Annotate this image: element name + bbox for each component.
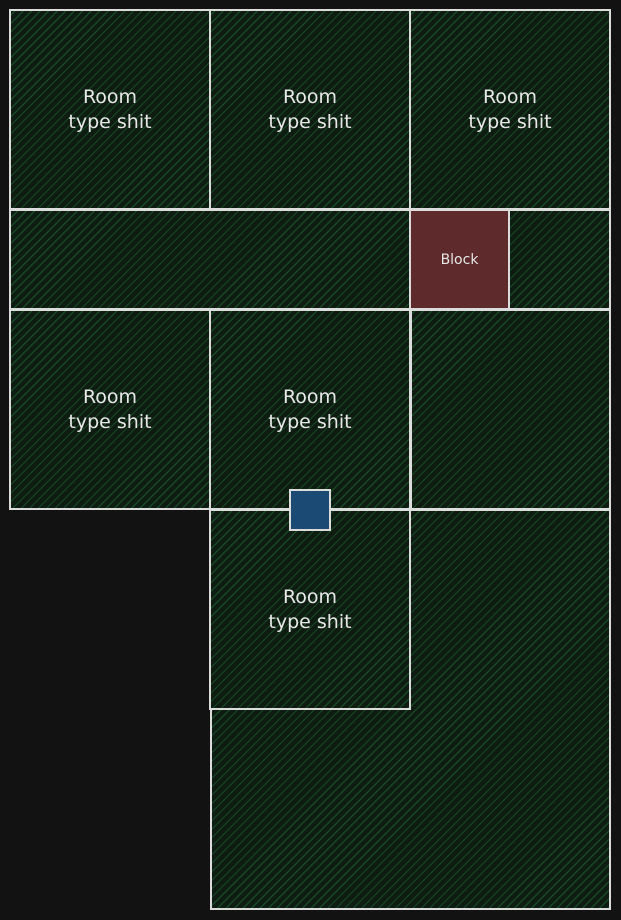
door-marker[interactable] xyxy=(289,489,331,531)
block-tile[interactable]: Block xyxy=(409,209,510,310)
room-label: Room type shit xyxy=(268,585,352,633)
room-top-middle[interactable]: Room type shit xyxy=(209,9,411,210)
room-label: Room type shit xyxy=(68,85,152,133)
right-middle-area xyxy=(410,309,611,510)
room-middle-left[interactable]: Room type shit xyxy=(9,309,211,510)
room-top-left[interactable]: Room type shit xyxy=(9,9,211,210)
corridor xyxy=(9,209,611,310)
room-label: Room type shit xyxy=(268,385,352,433)
room-lower-center[interactable]: Room type shit xyxy=(209,509,411,710)
room-top-right[interactable]: Room type shit xyxy=(409,9,611,210)
block-label: Block xyxy=(440,251,479,268)
room-label: Room type shit xyxy=(468,85,552,133)
room-middle-center[interactable]: Room type shit xyxy=(209,309,411,510)
room-label: Room type shit xyxy=(268,85,352,133)
room-label: Room type shit xyxy=(68,385,152,433)
